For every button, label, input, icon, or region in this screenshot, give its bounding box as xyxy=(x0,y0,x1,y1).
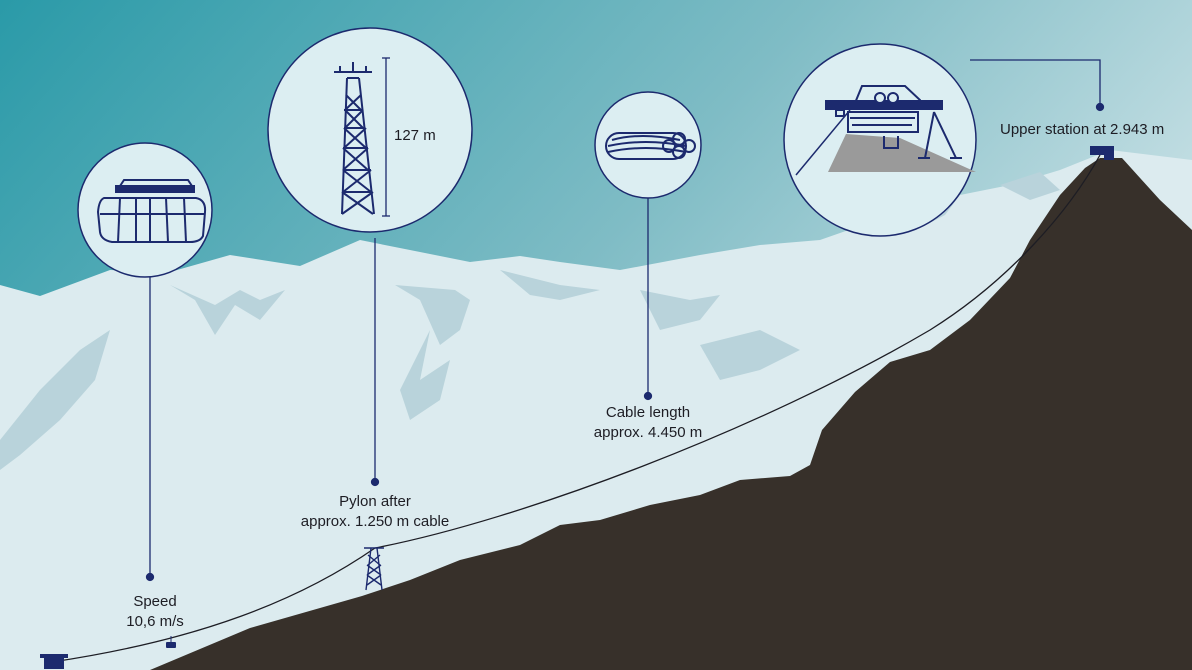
station-label: Upper station at 2.943 m xyxy=(1000,120,1188,140)
speed-title: Speed xyxy=(133,593,177,610)
bubble-station xyxy=(783,43,977,237)
pylon-height-label: 127 m xyxy=(394,126,436,146)
pylon-height: 127 m xyxy=(394,127,436,144)
station-title: Upper station at 2.943 m xyxy=(1000,121,1165,138)
cable-value: approx. 4.450 m xyxy=(593,424,703,441)
speed-value: 10,6 m/s xyxy=(126,613,184,630)
cable-label: Cable length approx. 4.450 m xyxy=(573,403,723,443)
dark-mountain xyxy=(150,158,1192,670)
speed-label: Speed 10,6 m/s xyxy=(100,592,210,632)
gondola-on-cable xyxy=(166,636,176,648)
pylon-value: approx. 1.250 m cable xyxy=(300,513,450,530)
callout-lines xyxy=(145,59,1105,582)
gondola-cabin-icon xyxy=(96,179,207,243)
upper-station-mini xyxy=(1090,146,1114,160)
cable-line xyxy=(51,154,1101,663)
lower-station xyxy=(40,654,68,669)
upper-station-icon xyxy=(795,85,976,176)
cable-bundle-icon xyxy=(605,132,696,160)
cable-title: Cable length xyxy=(605,404,691,421)
pylon-label: Pylon after approx. 1.250 m cable xyxy=(285,492,465,532)
pylon-on-slope xyxy=(364,547,384,591)
bubble-gondola xyxy=(77,142,213,278)
pylon-title: Pylon after xyxy=(339,493,411,510)
pylon-tower-icon xyxy=(334,57,390,217)
bubble-pylon xyxy=(267,27,473,233)
bubble-cable xyxy=(594,91,702,199)
